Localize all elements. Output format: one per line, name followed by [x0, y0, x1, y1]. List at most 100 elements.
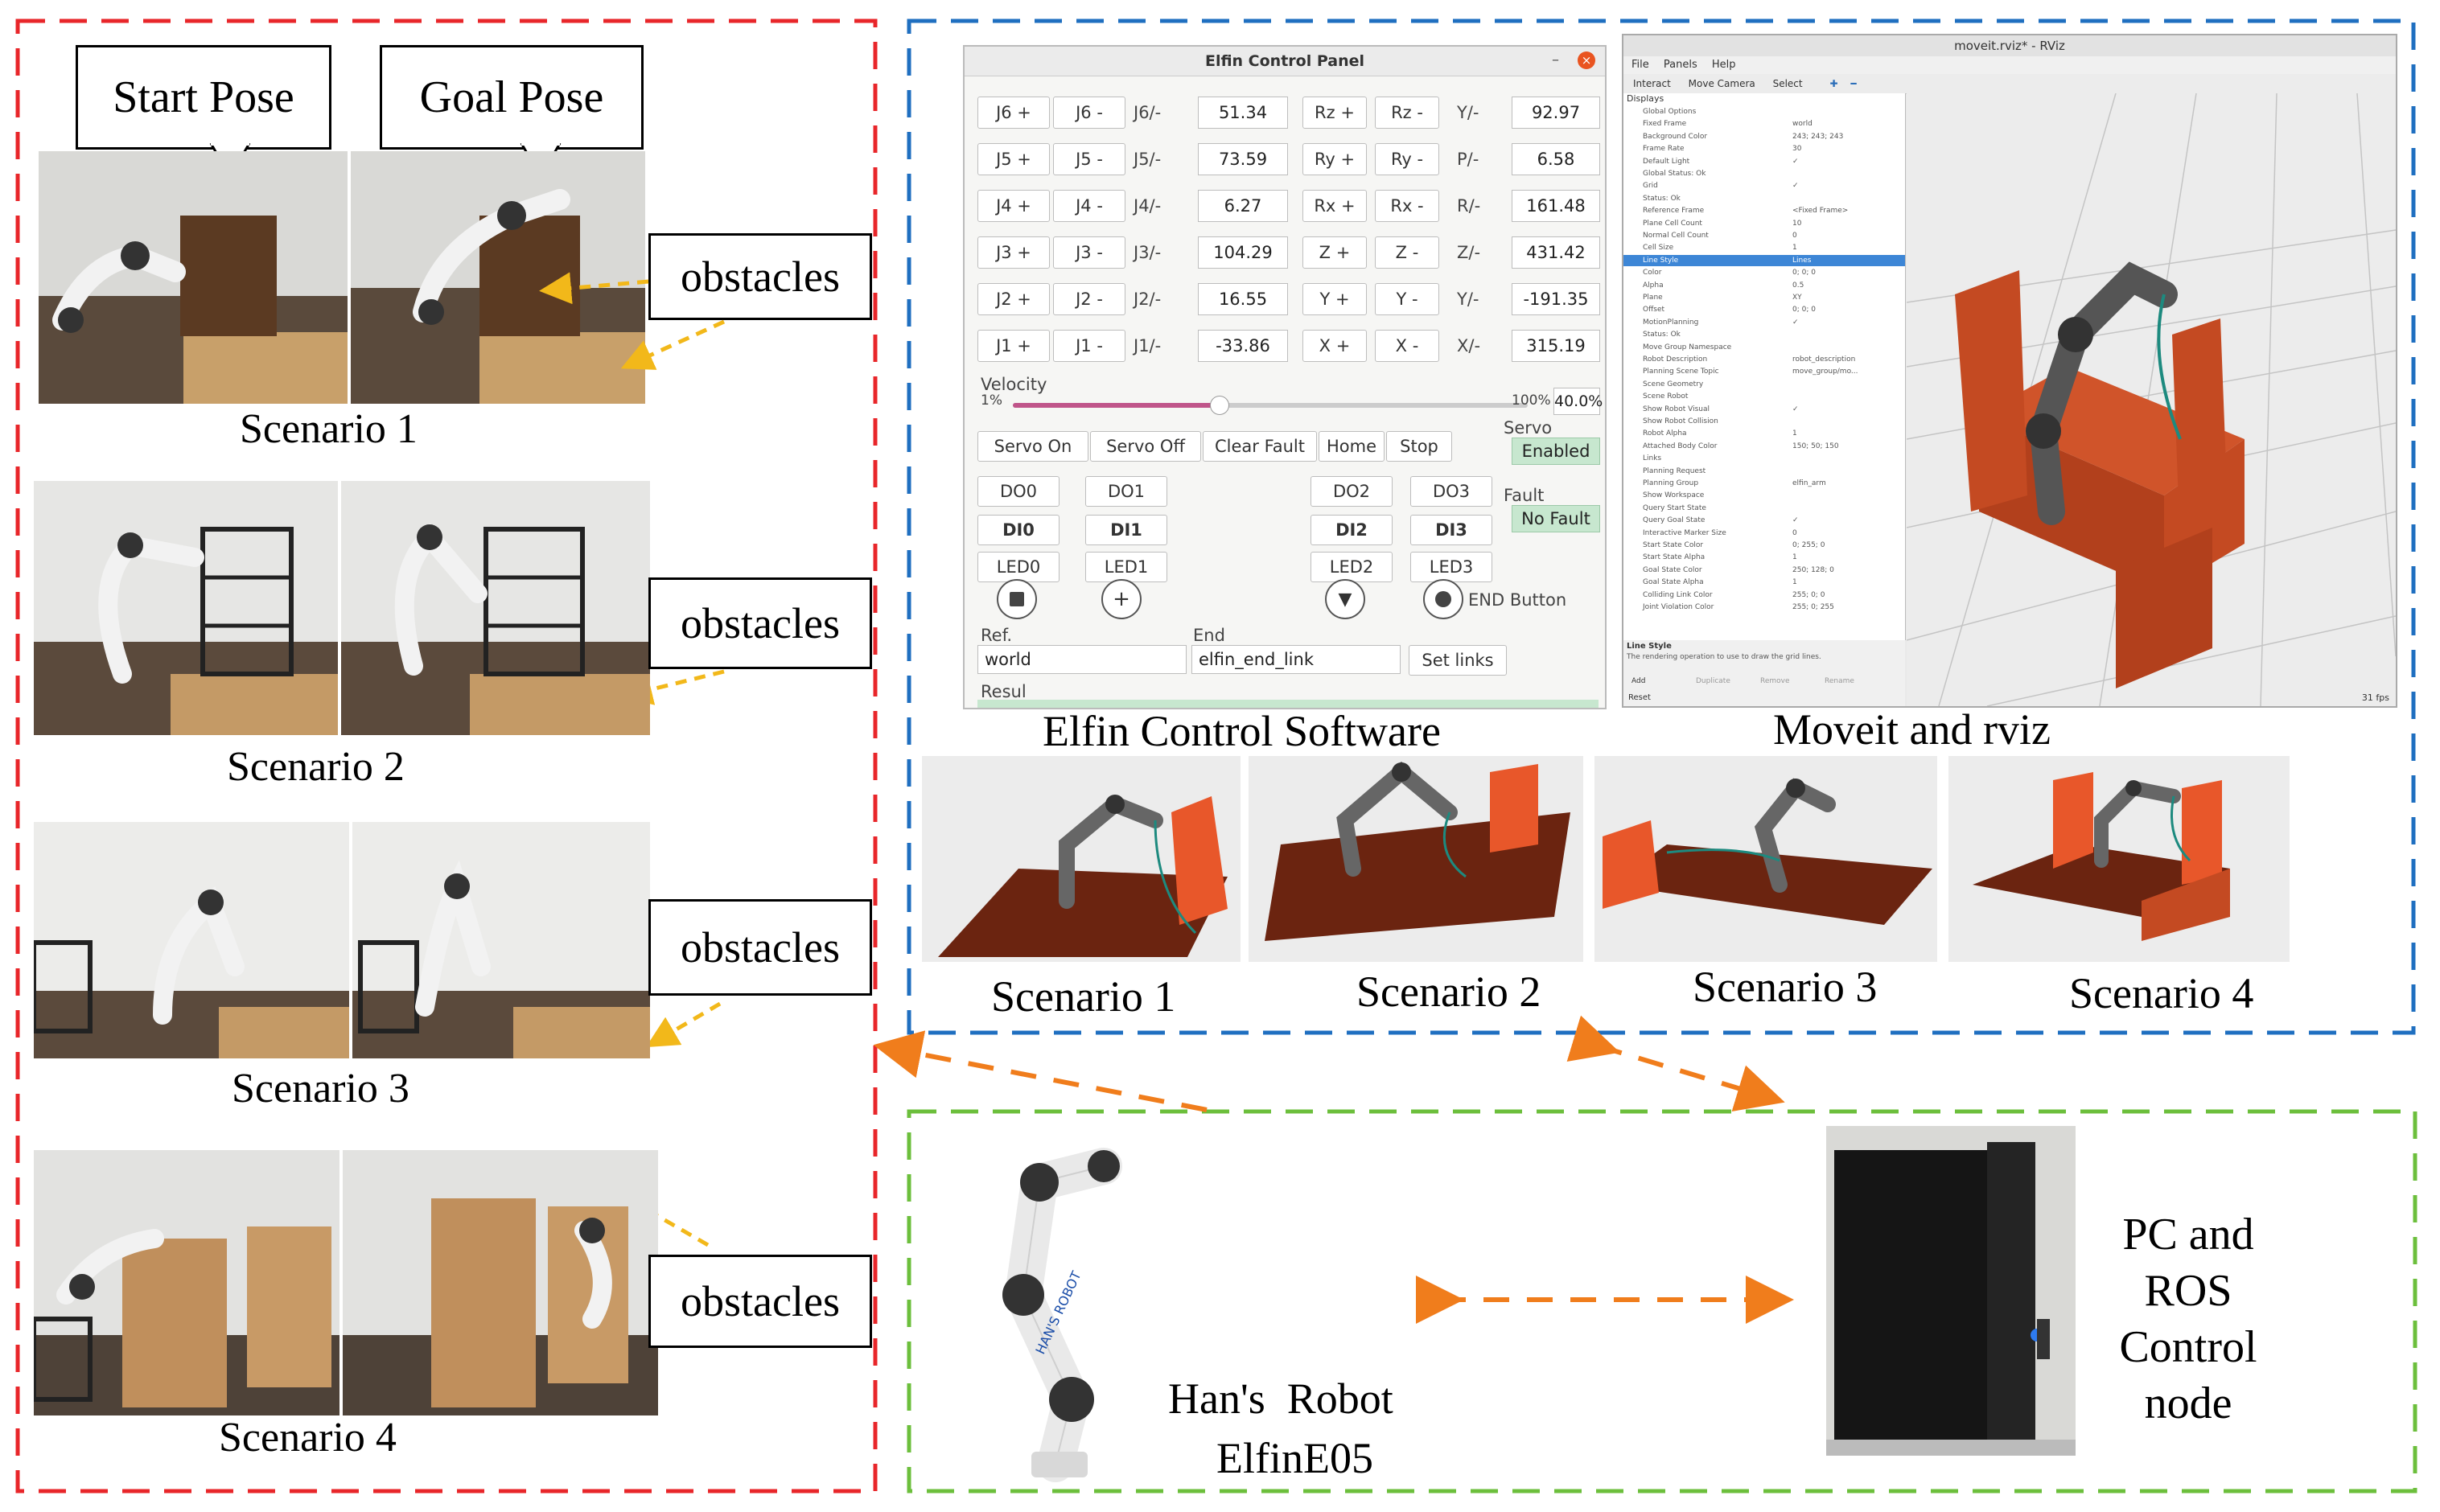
down-arrow-circle-icon[interactable]: ▼ [1325, 579, 1365, 619]
do-button-1[interactable]: DO1 [1085, 476, 1167, 507]
joint-minus-button[interactable]: J6 - [1053, 97, 1125, 129]
toolbar-plus-icon[interactable]: ✚ [1829, 78, 1838, 89]
cartesian-minus-button[interactable]: X - [1375, 330, 1439, 362]
menu-panels[interactable]: Panels [1663, 59, 1697, 71]
do-button-2[interactable]: DO2 [1311, 476, 1393, 507]
displays-tree-row[interactable]: Global Status: Ok [1623, 168, 1905, 179]
rename-button[interactable]: Rename [1825, 677, 1854, 685]
toolbar-minus-icon[interactable]: ━ [1850, 78, 1857, 89]
displays-tree-row[interactable]: Planning Request [1623, 466, 1905, 477]
cartesian-plus-button[interactable]: Rz + [1302, 97, 1367, 129]
cartesian-plus-button[interactable]: Z + [1302, 236, 1367, 269]
displays-tree-row[interactable]: Status: Ok [1623, 193, 1905, 204]
di-button-1[interactable]: DI1 [1085, 515, 1167, 545]
displays-tree-row[interactable]: Show Workspace [1623, 490, 1905, 501]
servo-off-button[interactable]: Servo Off [1090, 431, 1201, 462]
joint-plus-button[interactable]: J2 + [977, 283, 1050, 315]
minimize-icon[interactable]: – [1552, 51, 1559, 68]
remove-button[interactable]: Remove [1760, 677, 1790, 685]
select-tool-button[interactable]: Select [1772, 78, 1803, 89]
led-button-1[interactable]: LED1 [1085, 552, 1167, 582]
led-button-2[interactable]: LED2 [1311, 552, 1393, 582]
di-button-0[interactable]: DI0 [977, 515, 1060, 545]
displays-tree-row[interactable]: Show Robot Collision [1623, 416, 1905, 427]
close-icon[interactable]: × [1578, 51, 1595, 69]
do-button-3[interactable]: DO3 [1410, 476, 1492, 507]
do-button-0[interactable]: DO0 [977, 476, 1060, 507]
cartesian-plus-button[interactable]: Rx + [1302, 190, 1367, 222]
set-links-button[interactable]: Set links [1409, 645, 1507, 676]
rviz-3d-view[interactable]: 31 fps [1906, 92, 2396, 706]
home-button[interactable]: Home [1319, 431, 1385, 462]
joint-plus-button[interactable]: J5 + [977, 143, 1050, 175]
move-camera-tool-button[interactable]: Move Camera [1688, 78, 1755, 89]
stop-button[interactable]: Stop [1386, 431, 1452, 462]
cartesian-minus-button[interactable]: Y - [1375, 283, 1439, 315]
displays-tree-row[interactable]: MotionPlanning✓ [1623, 317, 1905, 328]
di-button-2[interactable]: DI2 [1311, 515, 1393, 545]
menu-help[interactable]: Help [1711, 59, 1736, 71]
displays-tree-row[interactable]: Status: Ok [1623, 329, 1905, 340]
joint-minus-button[interactable]: J5 - [1053, 143, 1125, 175]
led-button-0[interactable]: LED0 [977, 552, 1060, 582]
displays-tree-row[interactable]: Move Group Namespace [1623, 342, 1905, 353]
displays-tree-row[interactable]: Scene Geometry [1623, 379, 1905, 390]
led-button-3[interactable]: LED3 [1410, 552, 1492, 582]
displays-tree-row[interactable]: Grid✓ [1623, 180, 1905, 191]
add-button[interactable]: Add [1631, 677, 1646, 685]
reset-button[interactable]: Reset [1628, 693, 1651, 702]
cartesian-plus-button[interactable]: Ry + [1302, 143, 1367, 175]
displays-tree-row[interactable]: Default Light✓ [1623, 156, 1905, 167]
cartesian-plus-button[interactable]: X + [1302, 330, 1367, 362]
joint-minus-button[interactable]: J3 - [1053, 236, 1125, 269]
joint-minus-button[interactable]: J4 - [1053, 190, 1125, 222]
plus-circle-icon[interactable]: + [1101, 579, 1142, 619]
velocity-slider-handle[interactable] [1210, 396, 1229, 415]
ref-input[interactable]: world [977, 645, 1187, 674]
joint-plus-button[interactable]: J3 + [977, 236, 1050, 269]
interact-tool-button[interactable]: Interact [1633, 78, 1671, 89]
cartesian-plus-button[interactable]: Y + [1302, 283, 1367, 315]
displays-tree-row[interactable]: Query Goal State✓ [1623, 515, 1905, 526]
menu-file[interactable]: File [1631, 59, 1649, 71]
displays-tree-row[interactable]: Show Robot Visual✓ [1623, 404, 1905, 415]
joint-plus-button[interactable]: J1 + [977, 330, 1050, 362]
cartesian-minus-button[interactable]: Ry - [1375, 143, 1439, 175]
displays-tree-row[interactable]: Query Start State [1623, 503, 1905, 514]
duplicate-button[interactable]: Duplicate [1696, 677, 1730, 685]
end-link-input[interactable]: elfin_end_link [1191, 645, 1401, 674]
clear-fault-button[interactable]: Clear Fault [1203, 431, 1317, 462]
di-button-3[interactable]: DI3 [1410, 515, 1492, 545]
joint-minus-button[interactable]: J2 - [1053, 283, 1125, 315]
cartesian-minus-button[interactable]: Rx - [1375, 190, 1439, 222]
velocity-slider[interactable] [1013, 396, 1528, 415]
joint-plus-button[interactable]: J6 + [977, 97, 1050, 129]
cartesian-minus-button[interactable]: Z - [1375, 236, 1439, 269]
stop-circle-icon[interactable] [997, 579, 1037, 619]
displays-tree-row[interactable]: Global Options [1623, 106, 1905, 117]
joint-plus-button[interactable]: J4 + [977, 190, 1050, 222]
